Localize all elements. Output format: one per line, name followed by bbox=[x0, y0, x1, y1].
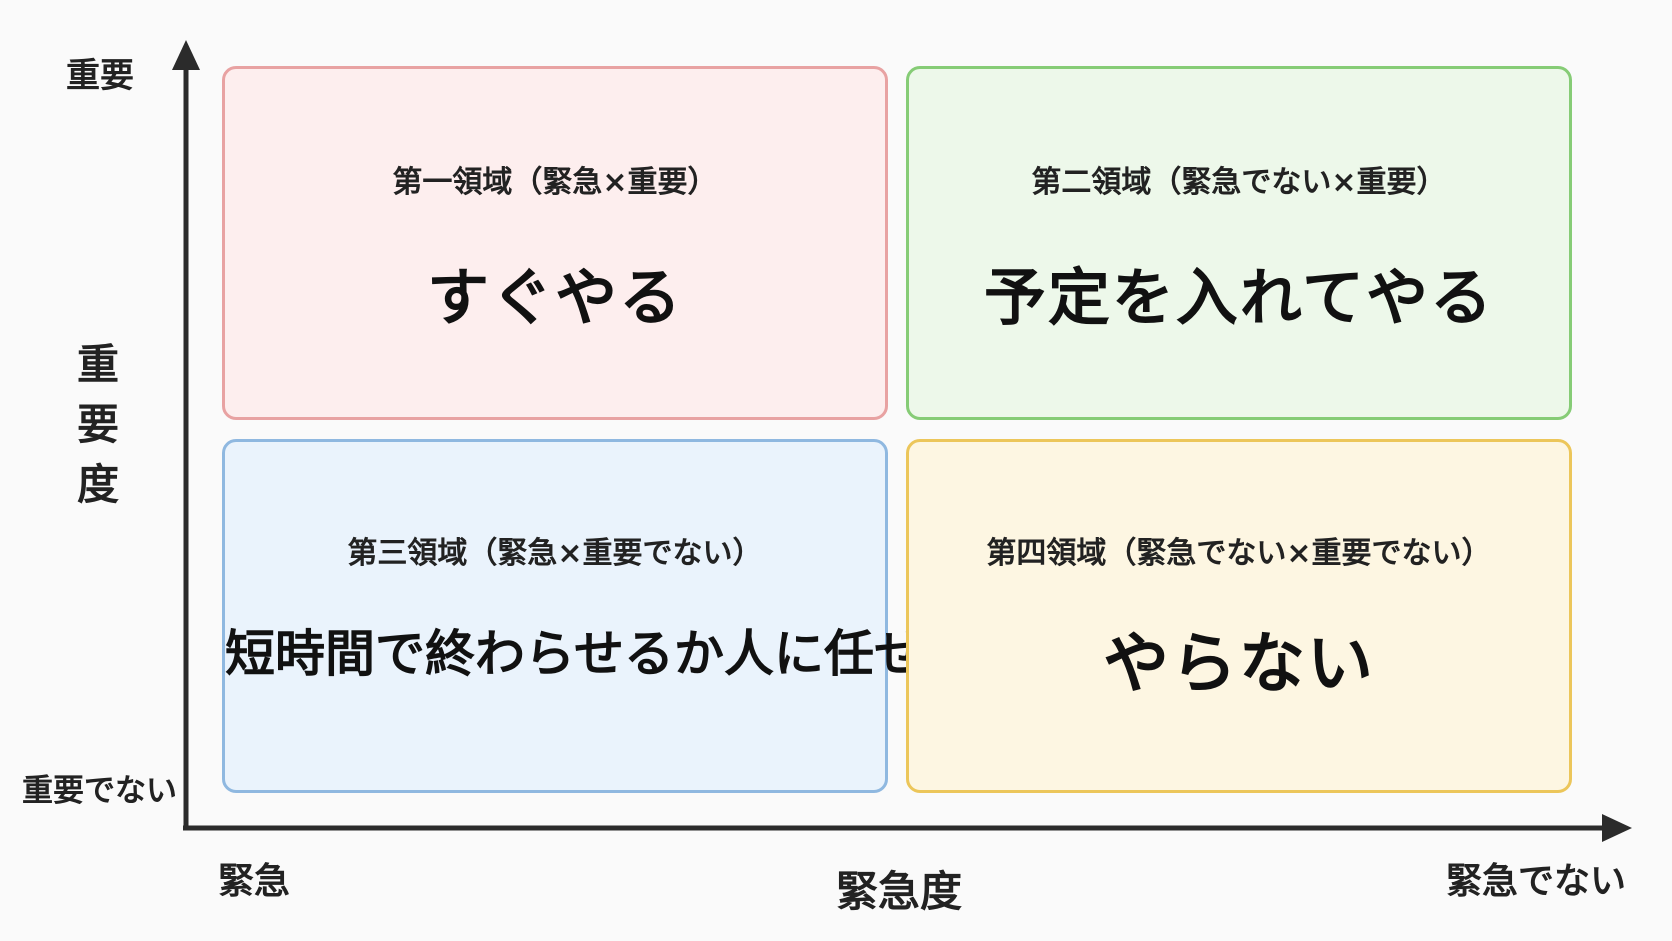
quadrant-2-not-urgent-important: 第二領域（緊急でない×重要） 予定を入れてやる bbox=[906, 66, 1572, 420]
quadrant-2-title: 第二領域（緊急でない×重要） bbox=[1031, 165, 1447, 200]
quadrant-4-not-urgent-not-important: 第四領域（緊急でない×重要でない） やらない bbox=[906, 439, 1572, 793]
quadrant-4-title: 第四領域（緊急でない×重要でない） bbox=[986, 536, 1492, 571]
quadrant-3-title: 第三領域（緊急×重要でない） bbox=[347, 536, 763, 571]
quadrant-1-title: 第一領域（緊急×重要） bbox=[392, 165, 718, 200]
quadrant-3-action: 短時間で終わらせるか人に任せる bbox=[225, 625, 974, 683]
quadrant-1-urgent-important: 第一領域（緊急×重要） すぐやる bbox=[222, 66, 888, 420]
quadrant-4-action: やらない bbox=[1103, 625, 1375, 702]
x-axis-left-label: 緊急 bbox=[218, 861, 291, 902]
quadrant-2-action: 予定を入れてやる bbox=[983, 261, 1495, 334]
quadrant-1-action: すぐやる bbox=[426, 261, 683, 334]
quadrant-3-urgent-not-important: 第三領域（緊急×重要でない） 短時間で終わらせるか人に任せる bbox=[222, 439, 974, 793]
y-axis-top-label: 重要 bbox=[66, 56, 134, 96]
x-axis-right-label: 緊急でない bbox=[1446, 861, 1627, 902]
x-axis-title: 緊急度 bbox=[836, 867, 963, 916]
y-axis-title: 重要度 bbox=[76, 340, 119, 509]
y-axis-bottom-label: 重要でない bbox=[22, 773, 177, 809]
x-axis-arrow-icon bbox=[1602, 814, 1632, 842]
y-axis-arrow-icon bbox=[172, 40, 200, 70]
